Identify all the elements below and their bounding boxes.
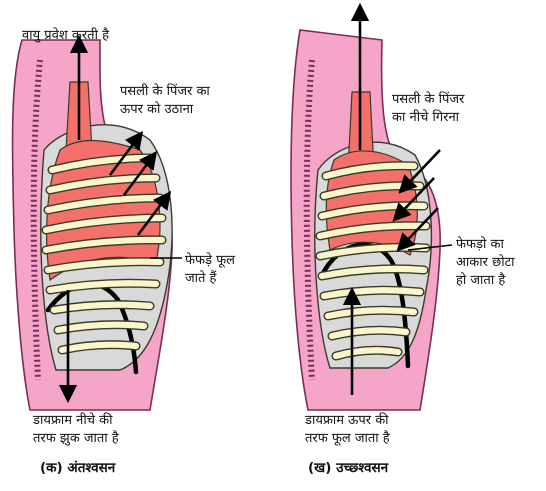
exhalation-figure xyxy=(291,30,440,410)
rib-cage-rise-label-line2: ऊपर को उठाना xyxy=(120,101,193,118)
diaphragm-up-label-line1: डायफ्राम ऊपर की xyxy=(305,412,389,429)
diaphragm-up-label-line2: तरफ फूल जाता है xyxy=(305,430,390,447)
diaphragm-down-label-line2: तरफ झुक जाता है xyxy=(33,430,119,447)
diaphragm-down-label-line1: डायफ्राम नीचे की xyxy=(33,412,112,429)
rib-cage-rise-label-line1: पसली के पिंजर का xyxy=(120,83,210,100)
lungs-shrink-label-line2: आकार छोटा xyxy=(456,254,515,271)
lungs-shrink-label-line1: फेफड़ो का xyxy=(456,236,504,253)
lungs-expand-label-line1: फेफड़े फूल xyxy=(185,252,235,269)
air-inflow-label: वायु प्रवेश करती है xyxy=(22,27,109,44)
exhalation-caption: (ख) उच्छ्श्वसन xyxy=(308,460,388,477)
lungs-expand-label-line2: जाते हैं xyxy=(185,270,216,287)
rib-cage-fall-label-line1: पसली के पिंजर xyxy=(392,91,464,108)
rib-cage-fall-label-line2: का नीचे गिरना xyxy=(392,109,459,126)
inhalation-caption: (क) अंतश्वसन xyxy=(40,460,115,477)
lungs-shrink-label-line3: हो जाता है xyxy=(456,272,505,289)
